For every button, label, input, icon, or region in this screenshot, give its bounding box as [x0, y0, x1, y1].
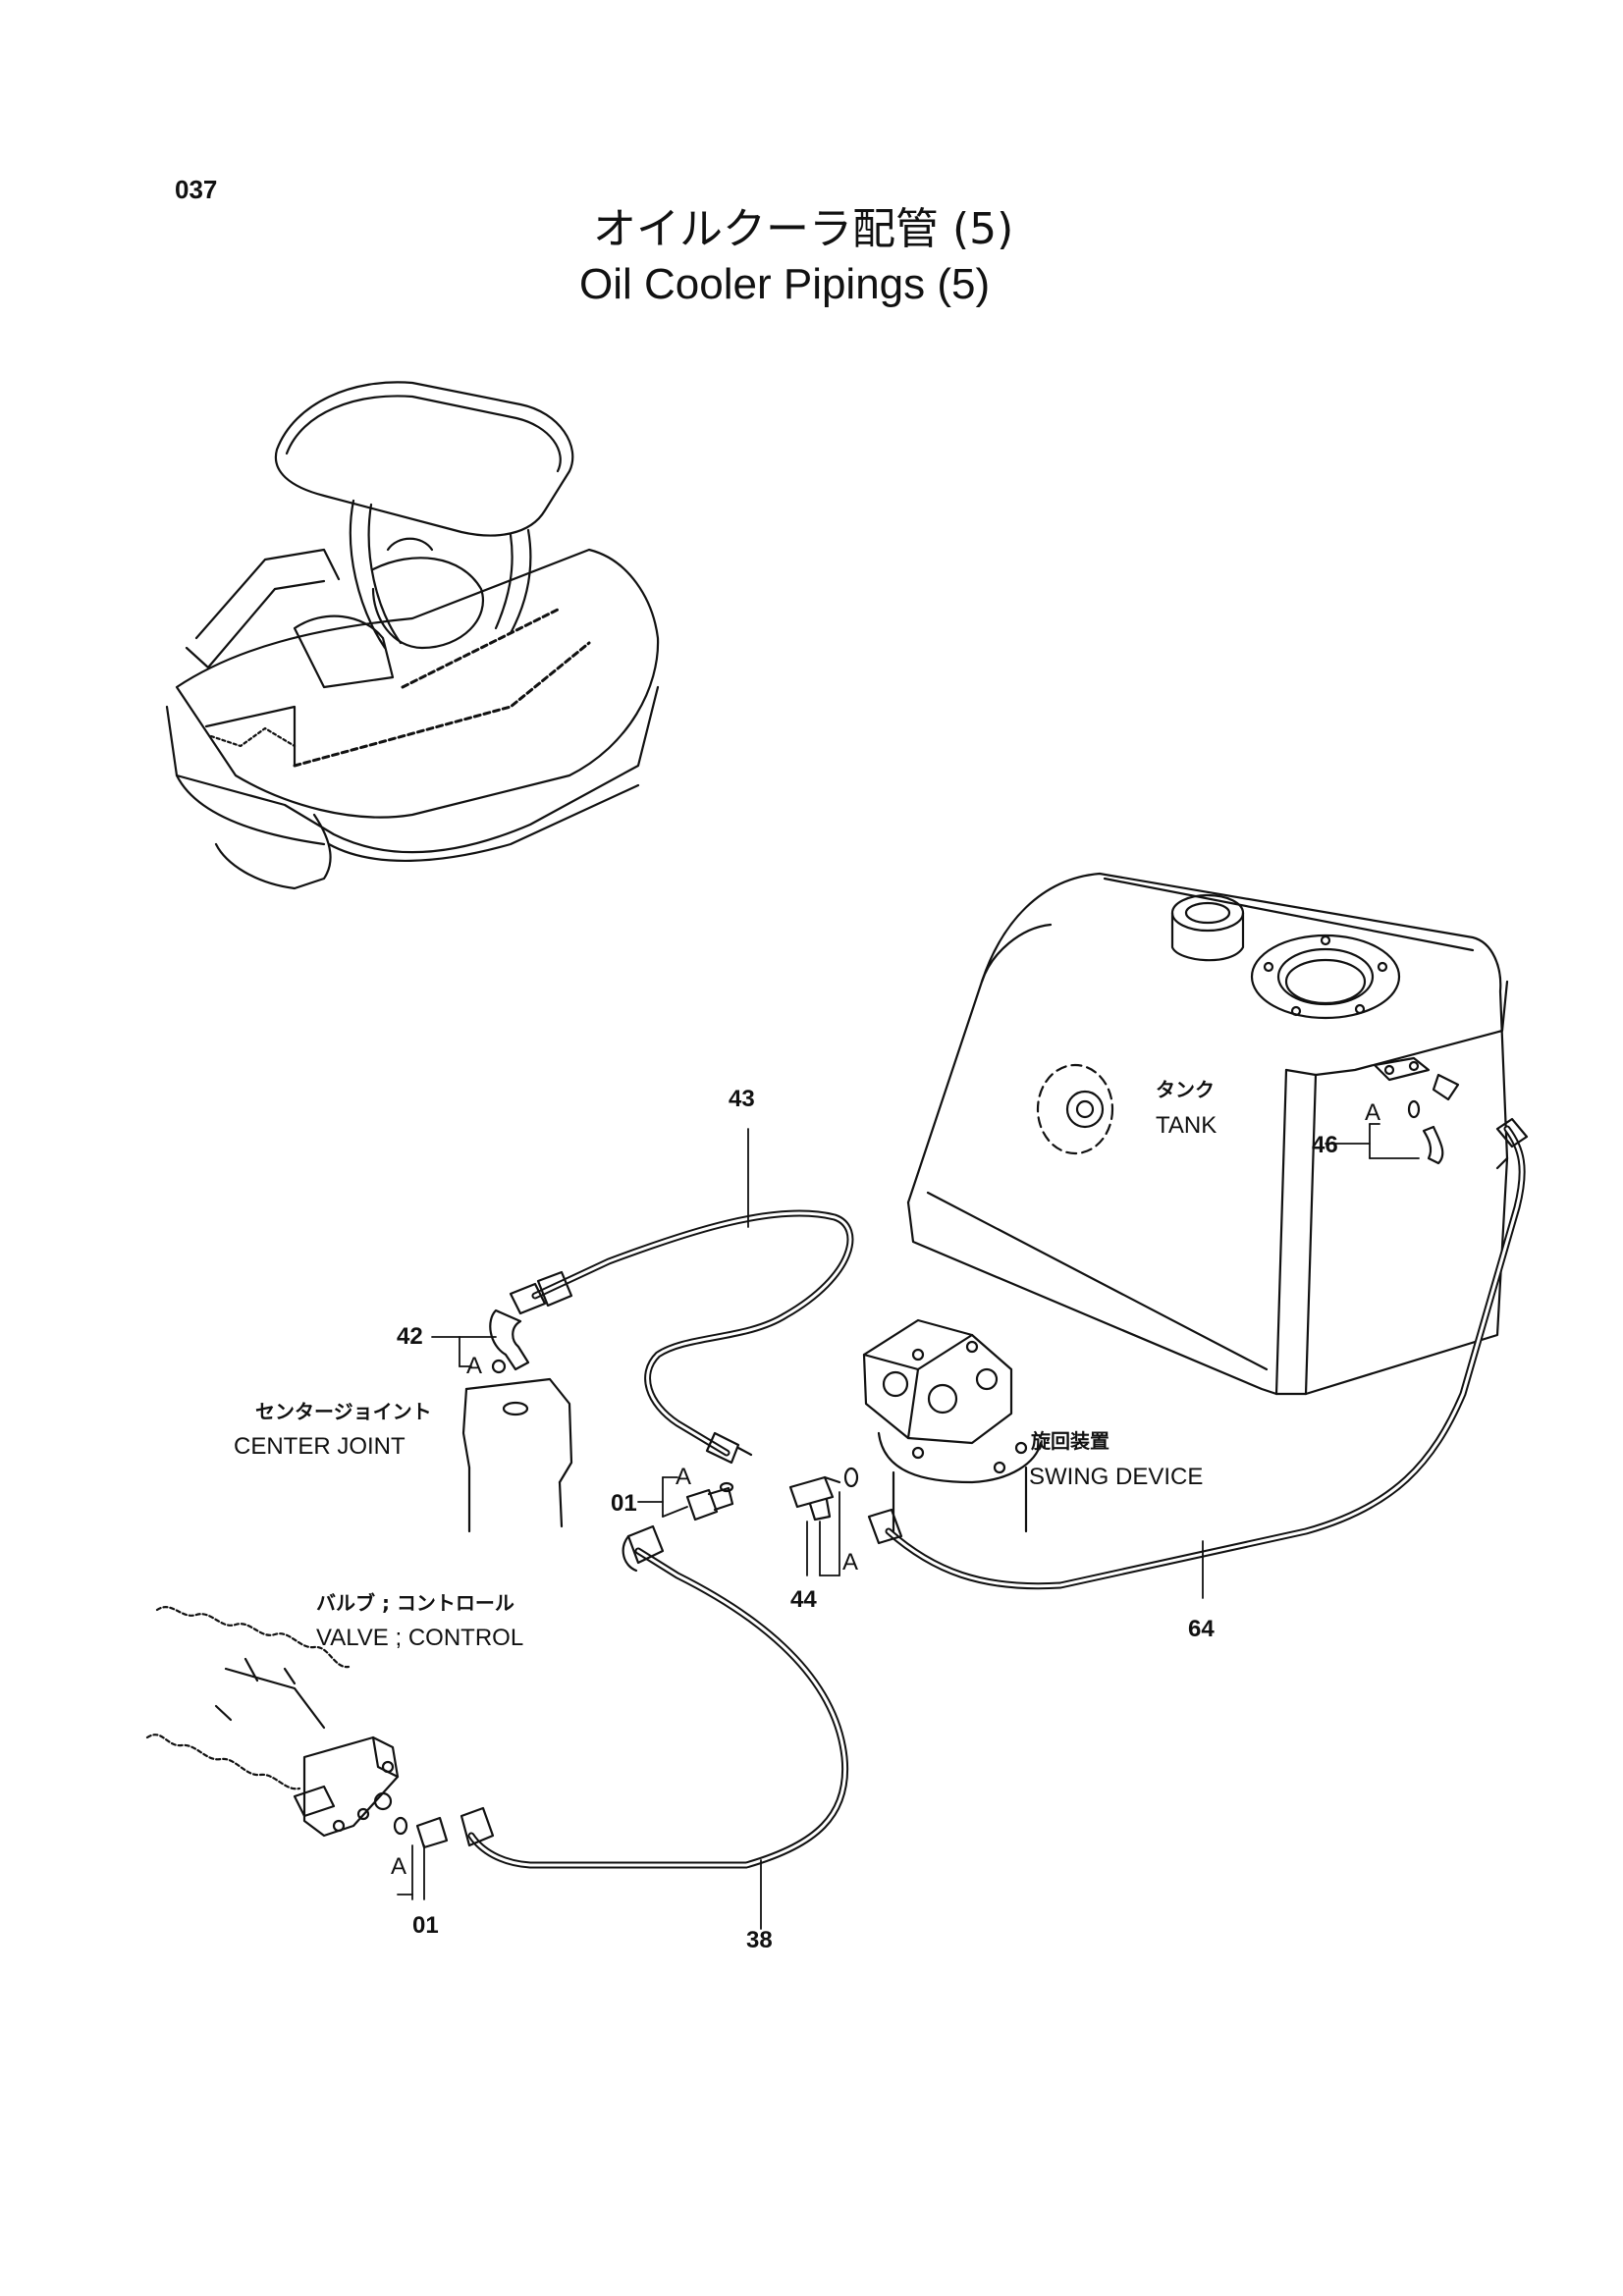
swing-device-label-jp: 旋回装置: [1031, 1429, 1109, 1453]
part-number-38: 38: [746, 1927, 773, 1953]
part-number-01-upper: 01: [611, 1490, 637, 1517]
page-number: 037: [175, 175, 218, 204]
swing-device: [862, 1318, 1043, 1533]
part-number-01-lower: 01: [412, 1912, 439, 1939]
tank-label-jp: タンク: [1156, 1078, 1215, 1101]
control-valve-label-jp: バルブ ; コントロール: [316, 1591, 514, 1615]
swing-device-label-en: SWING DEVICE: [1029, 1464, 1204, 1490]
control-valve: [145, 1606, 400, 1838]
hose-43: [489, 1209, 854, 1465]
hydraulic-tank: [906, 872, 1509, 1396]
part-number-43: 43: [729, 1086, 755, 1112]
fittings-cluster: [685, 1467, 859, 1522]
part-number-46: 46: [1312, 1132, 1338, 1158]
detail-mark-a-01-lower: A: [391, 1853, 407, 1880]
detail-mark-a-46: A: [1365, 1099, 1381, 1126]
control-valve-label-en: VALVE ; CONTROL: [316, 1625, 524, 1651]
center-joint-label-jp: センタージョイント: [255, 1400, 432, 1423]
part-number-42: 42: [397, 1323, 423, 1350]
tank-label-en: TANK: [1156, 1112, 1217, 1139]
part-number-64: 64: [1188, 1616, 1215, 1642]
part-number-44: 44: [790, 1586, 817, 1613]
title-english: Oil Cooler Pipings (5): [579, 260, 991, 308]
center-joint: [461, 1359, 573, 1533]
center-joint-label-en: CENTER JOINT: [234, 1433, 406, 1460]
detail-mark-a-44: A: [842, 1549, 859, 1575]
leader-lines: [397, 1123, 1420, 1930]
title-japanese: オイルクーラ配管 (5): [593, 204, 1014, 254]
hose-38: [393, 1524, 849, 1869]
excavator-overview-illustration: [165, 381, 660, 890]
detail-mark-a-42: A: [466, 1353, 483, 1379]
detail-mark-a-01-upper: A: [676, 1464, 692, 1490]
hose-64: [867, 1099, 1529, 1590]
